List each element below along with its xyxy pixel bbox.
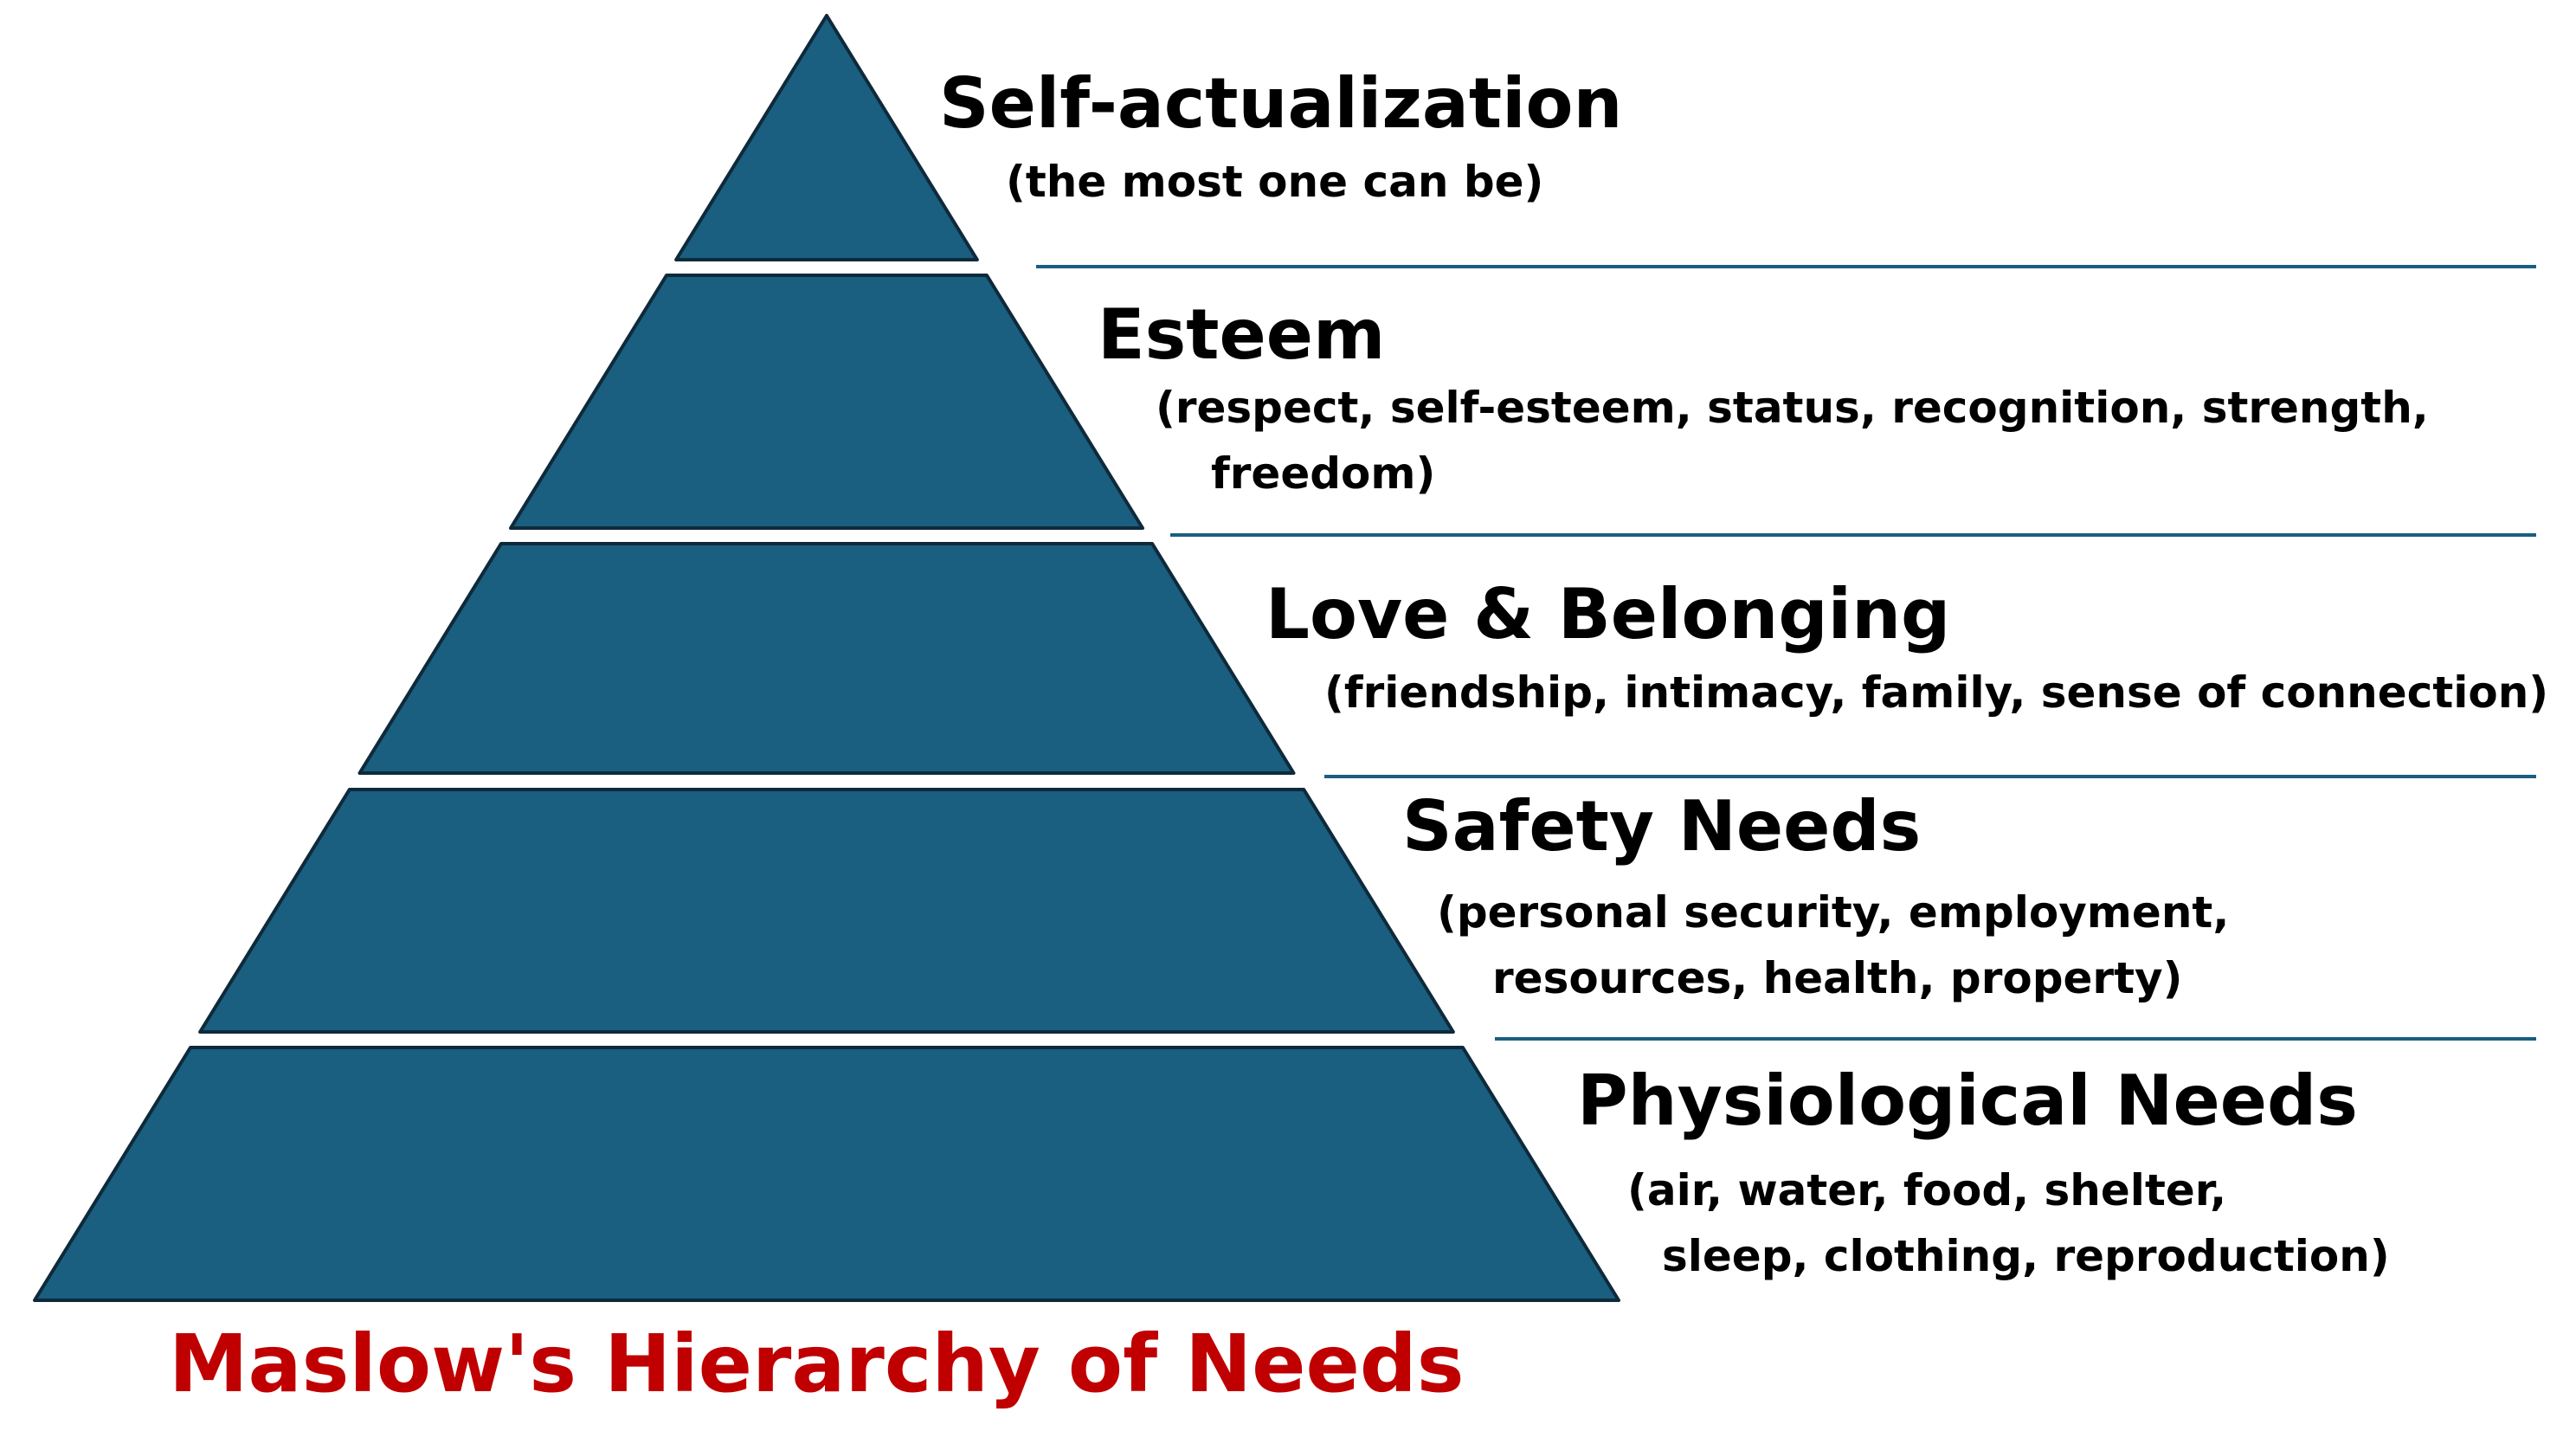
level-physiological-needs-description: (air, water, food, shelter, sleep, cloth… [1627, 1157, 2390, 1289]
level-safety-needs-description: (personal security, employment, resource… [1437, 880, 2229, 1011]
description-line: sleep, clothing, reproduction) [1662, 1231, 2390, 1281]
description-line: (personal security, employment, [1437, 887, 2230, 938]
description-line: freedom) [1211, 448, 1436, 499]
pyramid-tier-physiological-needs [33, 1046, 1620, 1302]
pyramid-tier-safety-needs [198, 788, 1455, 1034]
description-line: resources, health, property) [1492, 953, 2183, 1003]
description-line: (air, water, food, shelter, [1627, 1165, 2227, 1215]
level-esteem-title: Esteem [1098, 294, 1386, 375]
level-love-belonging-title: Love & Belonging [1265, 574, 1951, 654]
level-esteem-description: (respect, self-esteem, status, recogniti… [1156, 375, 2429, 506]
level-physiological-needs-title: Physiological Needs [1577, 1060, 2358, 1141]
diagram-title: Maslow's Hierarchy of Needs [169, 1318, 1465, 1410]
level-safety-needs-title: Safety Needs [1402, 786, 1922, 867]
level-love-belonging-description: (friendship, intimacy, family, sense of … [1324, 660, 2548, 725]
pyramid-tier-esteem [508, 274, 1145, 530]
pyramid-tier-self-actualization [674, 14, 979, 261]
description-line: (friendship, intimacy, family, sense of … [1324, 667, 2549, 718]
level-self-actualization-title: Self-actualization [939, 63, 1623, 144]
level-self-actualization-description: (the most one can be) [1006, 149, 1543, 215]
description-line: (the most one can be) [1006, 157, 1544, 207]
description-line: (respect, self-esteem, status, recogniti… [1156, 383, 2429, 433]
pyramid-tier-love-belonging [357, 542, 1296, 775]
